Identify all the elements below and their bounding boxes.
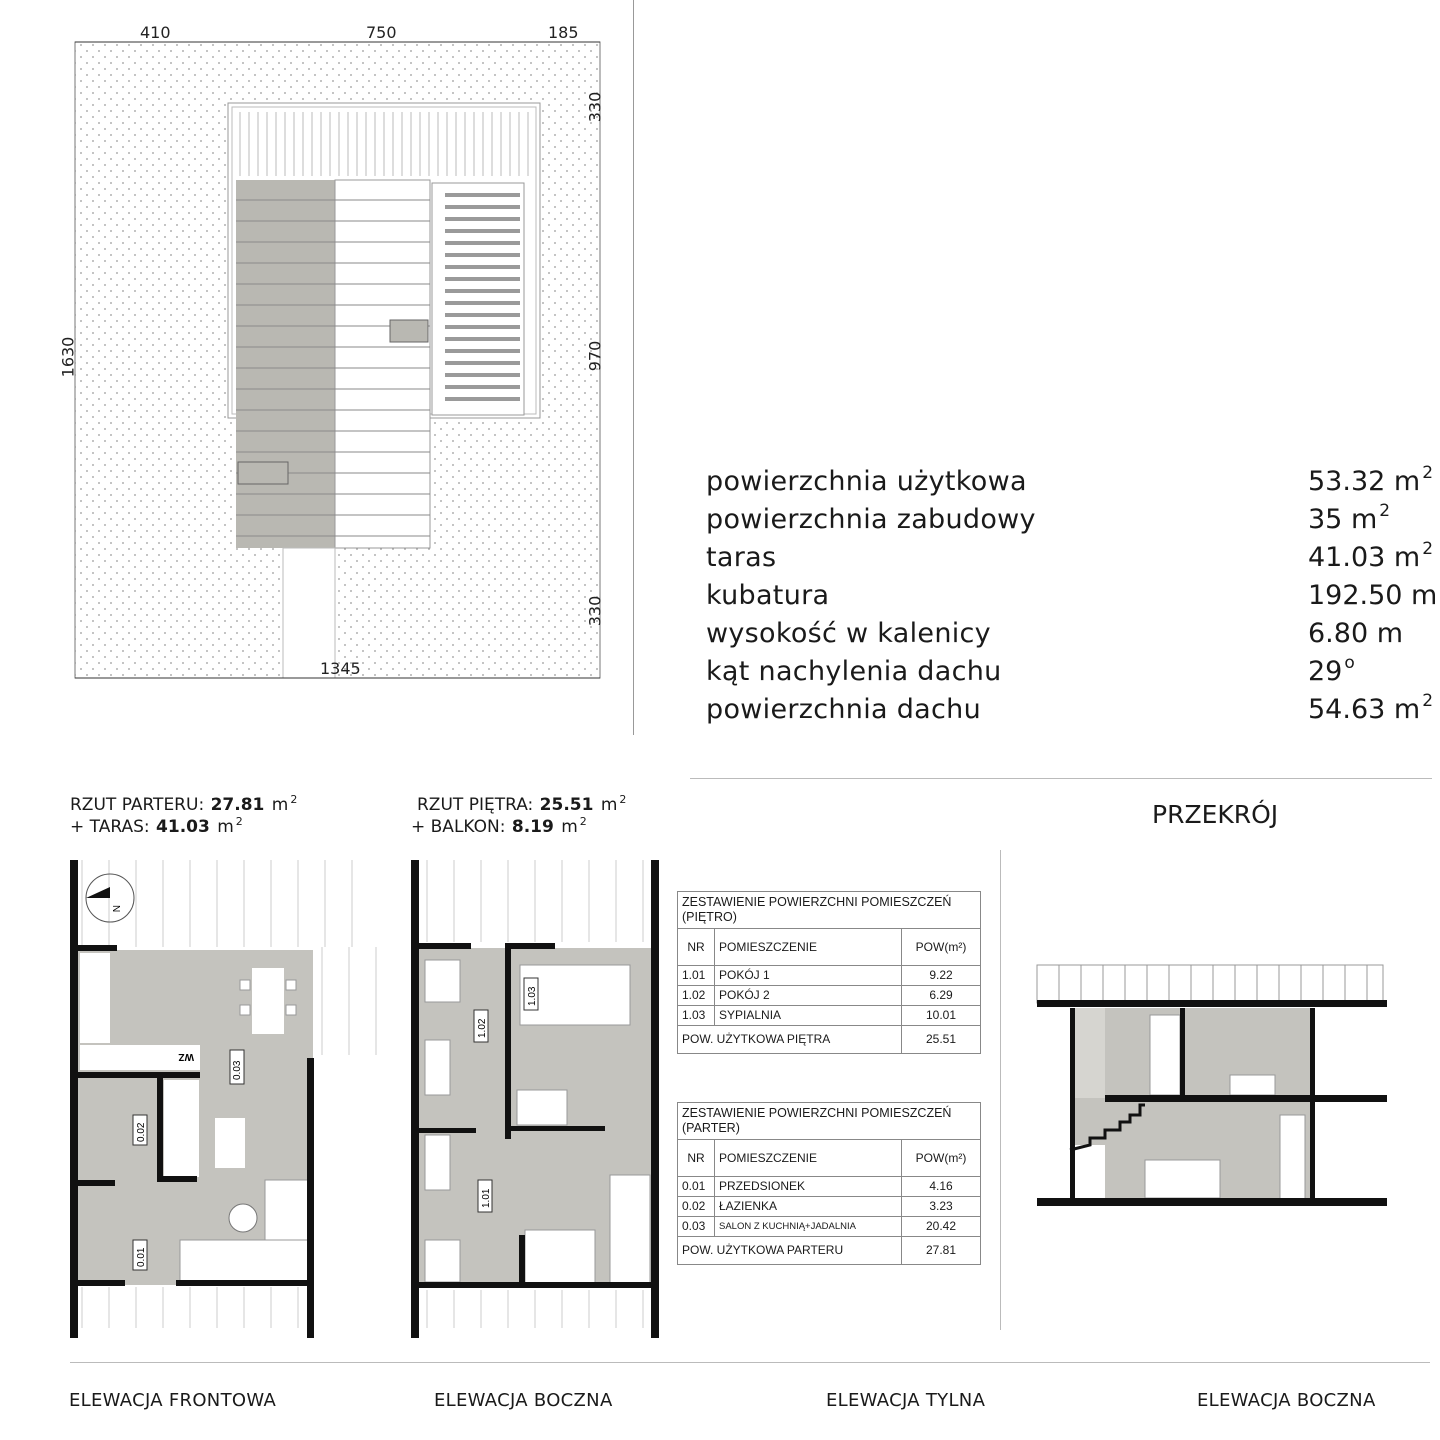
dim-right-2: 970 bbox=[585, 340, 605, 372]
room-label-0.03: 0.03 bbox=[232, 1060, 243, 1080]
dim-right-1: 330 bbox=[585, 91, 605, 123]
divider-section bbox=[1000, 850, 1001, 1330]
stat-label: wysokość w kalenicy bbox=[706, 618, 991, 649]
ground-floor-plan: N 0.03 0.02 0.01 WZ bbox=[70, 860, 377, 1338]
elevation-label-side: ELEWACJA BOCZNA bbox=[434, 1390, 613, 1411]
table-title: ZESTAWIENIE POWIERZCHNI POMIESZCZEŃ (PAR… bbox=[677, 1102, 981, 1140]
table-header: POMIESZCZENIE bbox=[714, 928, 902, 966]
table-title: ZESTAWIENIE POWIERZCHNI POMIESZCZEŃ (PIĘ… bbox=[677, 891, 981, 929]
elevation-label-front: ELEWACJA FRONTOWA bbox=[69, 1390, 277, 1411]
section-drawing bbox=[1036, 964, 1387, 1206]
divider-bottom bbox=[70, 1362, 1430, 1363]
room-label-0.02: 0.02 bbox=[136, 1122, 147, 1142]
dim-top-1: 410 bbox=[140, 23, 171, 42]
compass-label: N bbox=[110, 905, 121, 912]
dim-bottom: 1345 bbox=[320, 659, 361, 678]
room-table-upper: ZESTAWIENIE POWIERZCHNI POMIESZCZEŃ (PIĘ… bbox=[677, 891, 981, 1054]
stat-label: kąt nachylenia dachu bbox=[706, 656, 1002, 687]
section-title: PRZEKRÓJ bbox=[1152, 800, 1279, 829]
dim-left: 1630 bbox=[58, 336, 78, 378]
table-header: NR bbox=[677, 928, 715, 966]
elevation-label-side-2: ELEWACJA BOCZNA bbox=[1197, 1390, 1376, 1411]
site-plan bbox=[74, 41, 601, 679]
divider-vertical bbox=[633, 0, 634, 735]
table-header: POW(m²) bbox=[901, 928, 981, 966]
divider-horizontal bbox=[690, 778, 1432, 779]
dim-top-2: 750 bbox=[366, 23, 397, 42]
stat-value: 6.80 m bbox=[1308, 618, 1404, 649]
stat-label: powierzchnia zabudowy bbox=[706, 504, 1036, 535]
table-header: POW(m²) bbox=[901, 1139, 981, 1177]
elevation-label-rear: ELEWACJA TYLNA bbox=[826, 1390, 986, 1411]
table-header: POMIESZCZENIE bbox=[714, 1139, 902, 1177]
room-label-1.02: 1.02 bbox=[477, 1018, 488, 1038]
stat-value: 192.50 m3 bbox=[1308, 579, 1440, 612]
stat-label: taras bbox=[706, 542, 777, 573]
dim-right-3: 330 bbox=[585, 595, 605, 627]
stat-label: powierzchnia dachu bbox=[706, 694, 981, 725]
room-label-wz: WZ bbox=[178, 1051, 194, 1062]
stat-label: kubatura bbox=[706, 580, 830, 611]
stat-label: powierzchnia użytkowa bbox=[706, 466, 1027, 497]
room-label-1.01: 1.01 bbox=[481, 1188, 492, 1208]
room-table-ground: ZESTAWIENIE POWIERZCHNI POMIESZCZEŃ (PAR… bbox=[677, 1102, 981, 1265]
upper-floor-plan: 1.02 1.03 1.01 bbox=[411, 860, 659, 1338]
room-label-0.01: 0.01 bbox=[136, 1247, 147, 1267]
table-header: NR bbox=[677, 1139, 715, 1177]
room-label-1.03: 1.03 bbox=[527, 986, 538, 1006]
dim-top-3: 185 bbox=[548, 23, 579, 42]
